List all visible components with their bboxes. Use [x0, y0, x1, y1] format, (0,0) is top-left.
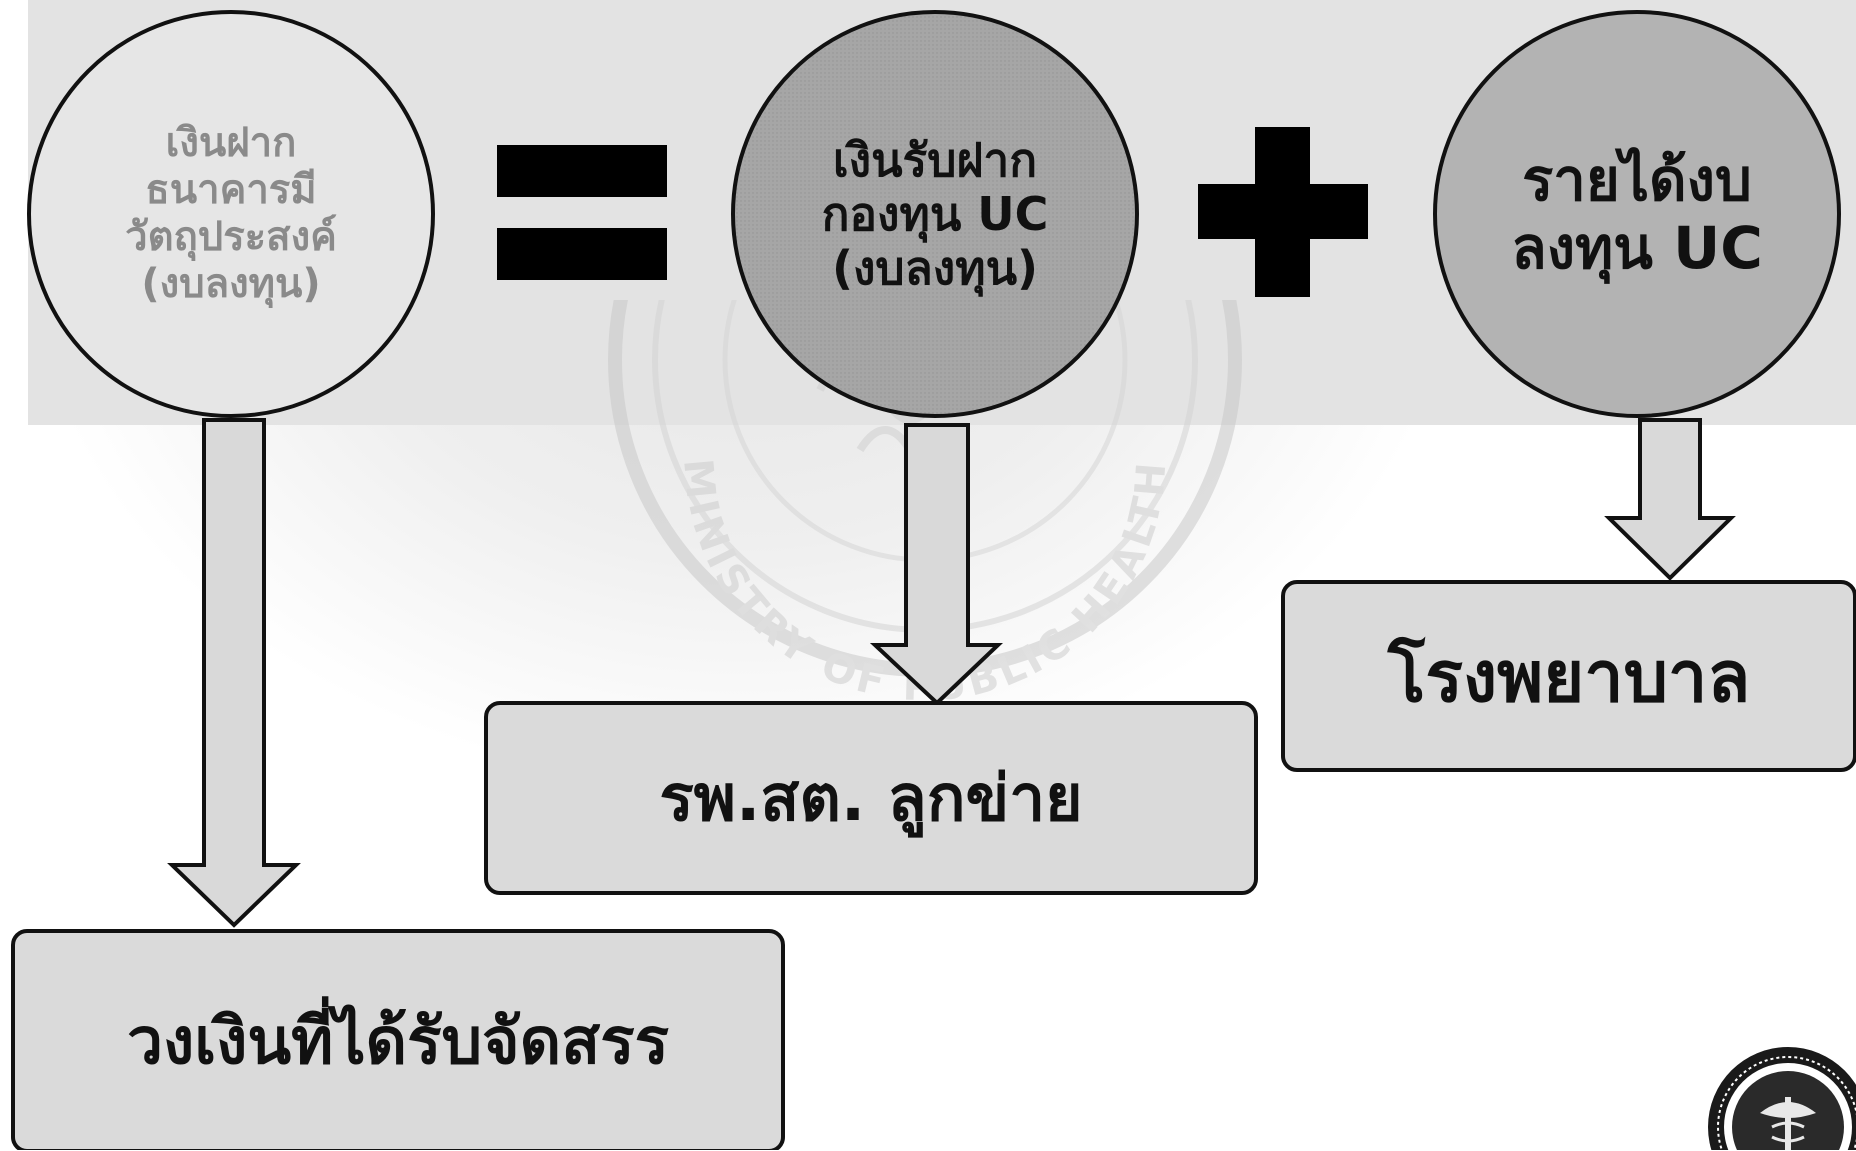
arrow-to-hospital	[1604, 418, 1736, 581]
hospital-box	[1281, 580, 1856, 772]
deposit-circle	[27, 10, 435, 418]
uc-income-circle-label: รายได้งบ ลงทุน UC	[1511, 145, 1763, 282]
uc-income-circle	[1433, 10, 1841, 418]
hospital-box-label: โรงพยาบาล	[1387, 635, 1751, 718]
ministry-logo	[1708, 1047, 1856, 1150]
equals-icon	[497, 145, 667, 280]
subdistrict-box-label: รพ.สต. ลูกข่าย	[659, 762, 1083, 836]
plus-icon	[1198, 127, 1368, 297]
deposit-circle-label: เงินฝาก ธนาคารมี วัตถุประสงค์ (งบลงทุน)	[125, 119, 337, 308]
subdistrict-box	[484, 701, 1258, 895]
allocated-box-label: วงเงินที่ได้รับจัดสรร	[127, 1005, 669, 1079]
uc-deposit-circle-label: เงินรับฝาก กองทุน UC (งบลงทุน)	[821, 132, 1049, 296]
allocated-box	[11, 929, 785, 1150]
arrow-to-subdistrict	[869, 423, 1004, 706]
uc-deposit-circle	[731, 10, 1139, 418]
arrow-to-allocated	[167, 418, 301, 928]
